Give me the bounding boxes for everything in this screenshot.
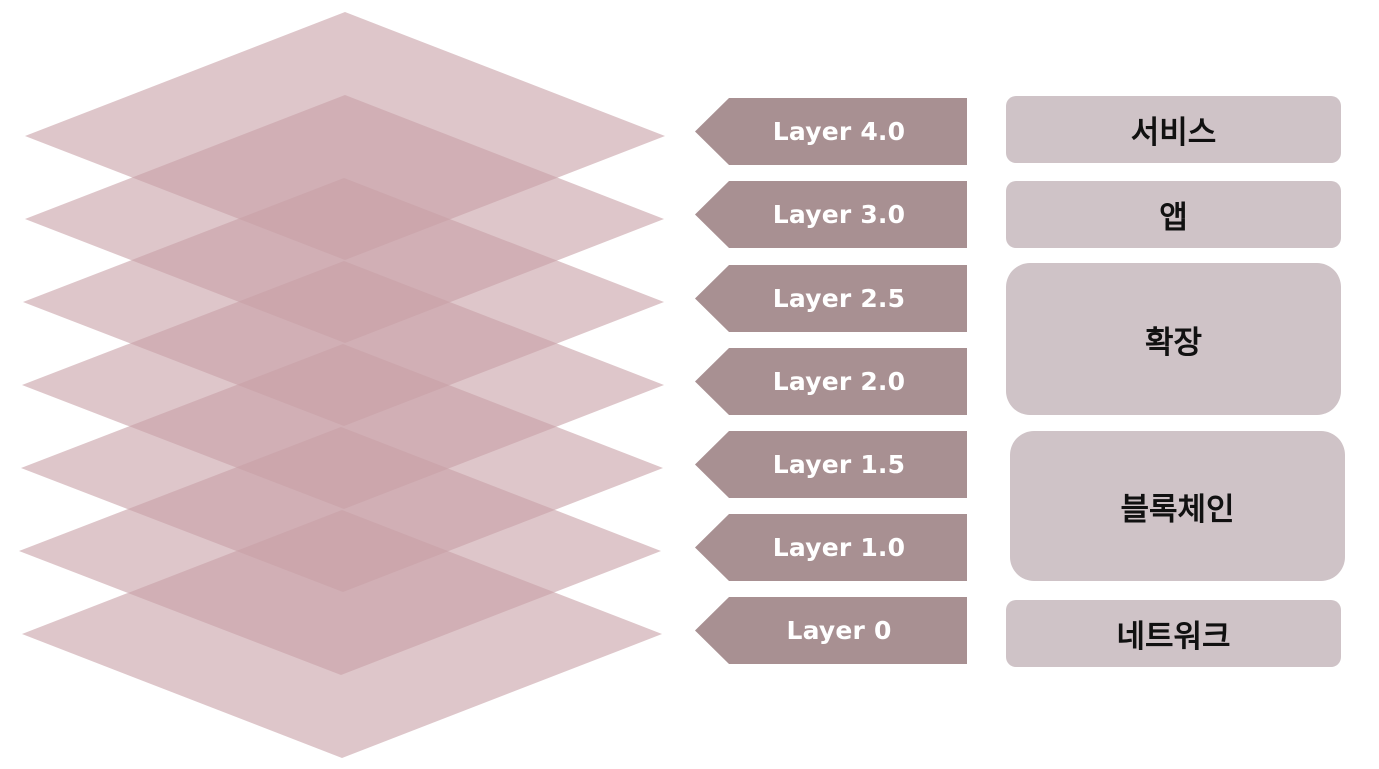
layer-tag-2-0: Layer 2.0 (695, 348, 967, 415)
group-box-service: 서비스 (1006, 96, 1341, 163)
plane-layer-0 (22, 510, 662, 758)
group-label: 블록체인 (1120, 491, 1235, 528)
layer-tag-label: Layer 4.0 (772, 117, 906, 146)
group-label: 앱 (1159, 200, 1188, 236)
group-label: 네트워크 (1116, 619, 1231, 655)
layer-tag-1-0: Layer 1.0 (695, 514, 967, 581)
layer-tag-label: Layer 1.0 (772, 533, 906, 562)
layer-tag-2-5: Layer 2.5 (695, 265, 967, 332)
layer-tag-0: Layer 0 (695, 597, 967, 664)
layer-tag-3-0: Layer 3.0 (695, 181, 967, 248)
layer-tag-label: Layer 2.0 (772, 367, 906, 396)
group-box-app: 앱 (1006, 181, 1341, 248)
group-box-extension: 확장 (1006, 263, 1341, 415)
group-box-network: 네트워크 (1006, 600, 1341, 667)
layer-tag-label: Layer 2.5 (772, 284, 906, 313)
group-box-blockchain: 블록체인 (1010, 431, 1345, 581)
layer-tag-1-5: Layer 1.5 (695, 431, 967, 498)
plane-group (19, 12, 665, 758)
group-label: 확장 (1144, 324, 1203, 361)
layer-tag-label: Layer 0 (786, 616, 892, 645)
layer-tag-4-0: Layer 4.0 (695, 98, 967, 165)
layer-tag-label: Layer 3.0 (772, 200, 906, 229)
layer-tag-label: Layer 1.5 (772, 450, 906, 479)
group-label: 서비스 (1130, 115, 1217, 151)
